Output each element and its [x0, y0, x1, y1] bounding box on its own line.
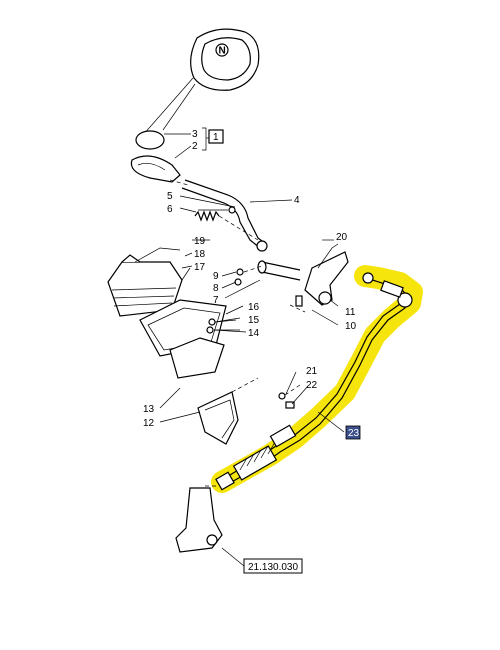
shift-lever [169, 179, 268, 252]
console-plate [139, 299, 241, 379]
callout-9[interactable]: 9 [213, 271, 219, 282]
mount-bracket [197, 377, 259, 445]
callout-6[interactable]: 6 [167, 204, 173, 215]
callout-labels: 3 2 1 4 5 6 19 18 17 9 8 7 20 11 10 16 1… [143, 129, 361, 440]
spring-and-pin [194, 206, 259, 241]
knob-top-view: N [142, 28, 260, 136]
callout-4[interactable]: 4 [294, 195, 300, 206]
callout-8[interactable]: 8 [213, 283, 219, 294]
callout-23[interactable]: 23 [348, 428, 360, 439]
callout-23-badge [345, 425, 361, 440]
reference-box[interactable]: 21.130.030 [243, 558, 303, 574]
cable-assembly [215, 272, 413, 491]
cable-end-fitting [362, 272, 413, 308]
callout-15[interactable]: 15 [248, 315, 260, 326]
svg-text:N: N [219, 46, 226, 57]
callout-16[interactable]: 16 [248, 302, 260, 313]
callout-1[interactable]: 1 [213, 132, 219, 143]
reference-label: 21.130.030 [248, 562, 298, 573]
callout-7[interactable]: 7 [213, 295, 219, 306]
callout-14[interactable]: 14 [248, 328, 260, 339]
callout-5[interactable]: 5 [167, 191, 173, 202]
callout-17[interactable]: 17 [194, 262, 206, 273]
cable-highlight [211, 265, 423, 493]
callout-21[interactable]: 21 [306, 366, 318, 377]
callout-13[interactable]: 13 [143, 404, 155, 415]
callout-20[interactable]: 20 [336, 232, 348, 243]
gear-gaiter [107, 247, 191, 317]
cable-boot [215, 424, 297, 491]
knob-parts [130, 130, 181, 183]
leader-lines [159, 127, 345, 567]
callout-2[interactable]: 2 [192, 141, 198, 152]
callout-3[interactable]: 3 [192, 129, 198, 140]
callout-10[interactable]: 10 [345, 321, 357, 332]
linkage-lever [257, 243, 349, 313]
callout-11[interactable]: 11 [345, 307, 356, 318]
bolts-7-8-9 [224, 265, 263, 299]
bolt-21-22 [278, 384, 301, 409]
callout-12[interactable]: 12 [143, 418, 155, 429]
callout-22[interactable]: 22 [306, 380, 318, 391]
lower-bracket [175, 485, 223, 553]
callout-19[interactable]: 19 [194, 236, 206, 247]
callout-18[interactable]: 18 [194, 249, 206, 260]
